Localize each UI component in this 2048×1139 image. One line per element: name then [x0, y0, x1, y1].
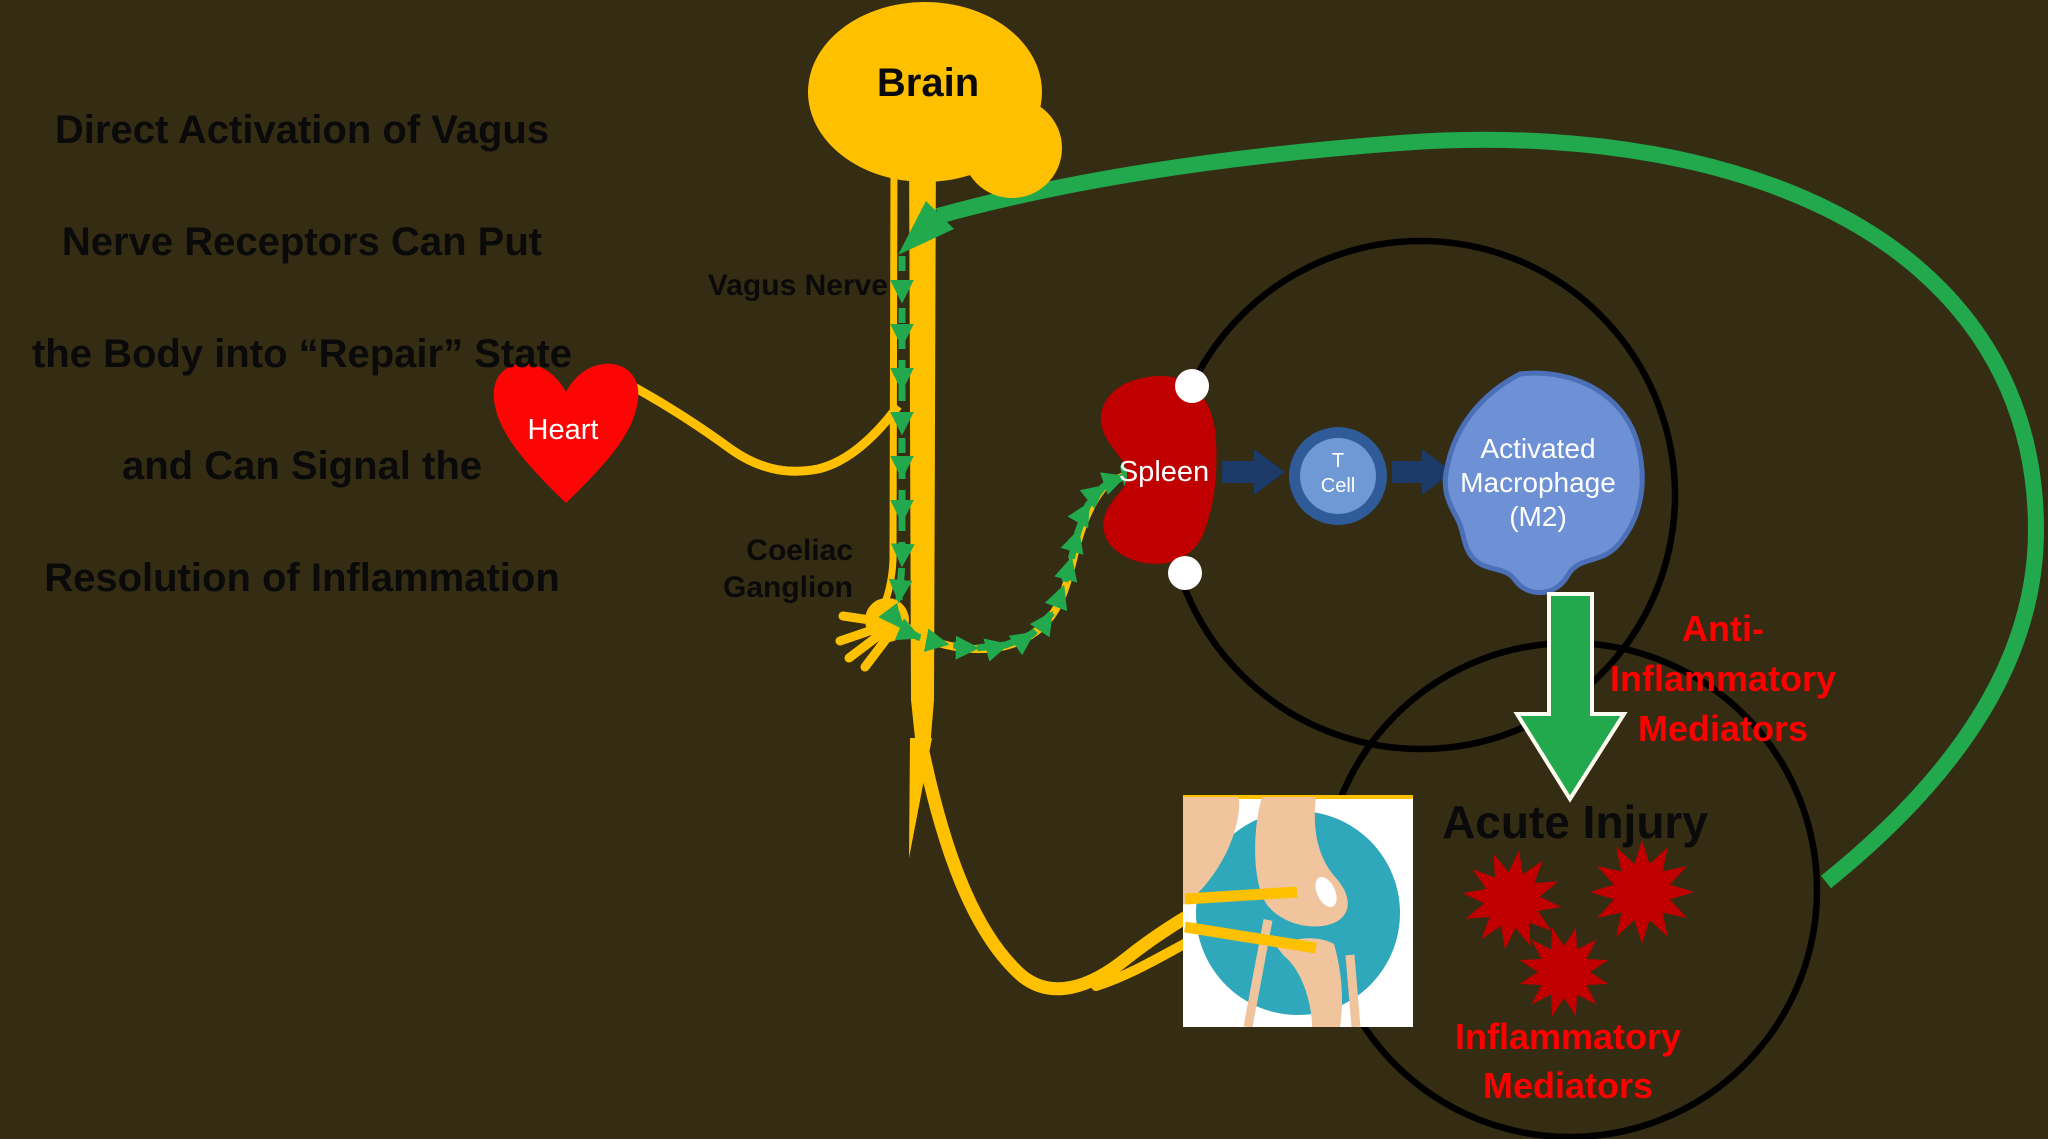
knee-fibula	[1345, 954, 1361, 1027]
title-line-5: Resolution of Inflammation	[44, 556, 560, 600]
heart-label: Heart	[527, 414, 599, 446]
title-line-3: the Body into “Repair” State	[31, 332, 573, 376]
tcell-inner	[1300, 438, 1376, 514]
afferent-signal-curve	[935, 131, 2045, 889]
vagus-nerve-line	[876, 159, 898, 617]
vagus-nerve-label: Vagus Nerve	[707, 269, 888, 302]
title-line-4: and Can Signal the	[121, 444, 483, 488]
knee-tibia	[1276, 938, 1342, 1027]
knee-quad-wedge	[1183, 797, 1240, 905]
title-line-2: Nerve Receptors Can Put	[61, 220, 543, 264]
acute-injury-label: Acute Injury	[1442, 796, 1708, 848]
brain-lobe	[962, 98, 1062, 198]
tcell-label: T Cell	[1320, 450, 1356, 497]
coeliac-ganglion-label: Coeliac Ganglion	[723, 534, 853, 604]
knee-image	[1183, 795, 1413, 1027]
spleen-shape	[1100, 375, 1217, 564]
heart-shape	[493, 363, 639, 503]
inflammatory-mediators-label: Inflammatory Mediators	[1454, 1016, 1682, 1106]
afferent-arrowhead	[898, 201, 954, 255]
spleen-label: Spleen	[1118, 456, 1210, 488]
knee-condyle-notch	[1315, 877, 1337, 907]
starburst-1	[1462, 850, 1562, 950]
diagram-title: Direct Activation of Vagus Nerve Recepto…	[22, 46, 582, 662]
knee-needle-2	[1184, 921, 1317, 954]
spleen-nerve-dot-top	[1175, 369, 1209, 403]
splenic-efferent-arrows	[878, 465, 1146, 662]
nerve-branch-fork	[1091, 937, 1193, 991]
macrophage-shape	[1442, 370, 1645, 596]
anti-inflammatory-label: Anti- Inflammatory Mediators	[1609, 608, 1837, 749]
anti-inflammatory-arrow	[1513, 592, 1628, 803]
brain-label: Brain	[876, 61, 980, 105]
starburst-2	[1590, 840, 1694, 944]
macrophage-label: Activated Macrophage (M2)	[1460, 433, 1616, 532]
heart-nerve-curve	[629, 382, 902, 476]
nerve-branch-to-knee	[914, 735, 1195, 996]
spleen-nerve-dot-bottom	[1168, 556, 1202, 590]
spleen-to-tcell-arrow	[1222, 449, 1285, 495]
starburst-3	[1519, 927, 1609, 1017]
knee-needle-1	[1184, 886, 1298, 905]
tcell-to-macrophage-arrow	[1392, 449, 1453, 495]
vagus-efferent-arrows	[888, 256, 915, 604]
title-line-1: Direct Activation of Vagus	[54, 108, 550, 152]
